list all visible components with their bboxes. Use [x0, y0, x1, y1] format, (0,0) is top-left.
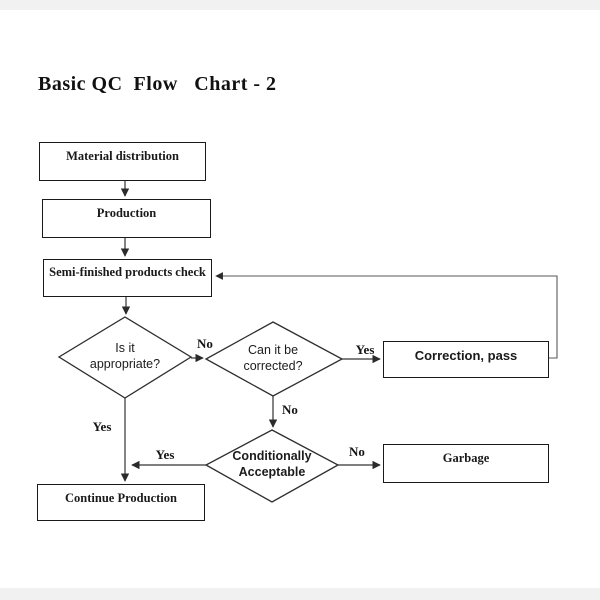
edge-label-yes-corrected: Yes — [355, 342, 375, 357]
node-continue-production: Continue Production — [37, 484, 205, 521]
edge-label-yes-acceptable: Yes — [155, 447, 175, 462]
node-material-distribution: Material distribution — [39, 142, 206, 181]
letterbox-top — [0, 0, 600, 10]
edge-label-no-appropriate: No — [197, 336, 213, 351]
letterbox-bottom — [0, 588, 600, 600]
node-semi-finished-products-check: Semi-finished products check — [43, 259, 212, 297]
decision-label-can-it-be-corrected: Can it be corrected? — [243, 343, 303, 373]
node-correction-pass: Correction, pass — [383, 341, 549, 378]
node-garbage: Garbage — [383, 444, 549, 483]
decision-label-is-it-appropriate: Is it appropriate? — [89, 341, 161, 371]
edge-label-yes-appropriate: Yes — [92, 419, 112, 434]
edge-label-no-acceptable: No — [349, 444, 365, 459]
decision-label-conditionally-acceptable: Conditionally Acceptable — [232, 449, 312, 479]
edge-label-no-below-corrected: No — [282, 402, 298, 417]
page-title: Basic QC Flow Chart - 2 — [38, 73, 277, 95]
node-production: Production — [42, 199, 211, 238]
